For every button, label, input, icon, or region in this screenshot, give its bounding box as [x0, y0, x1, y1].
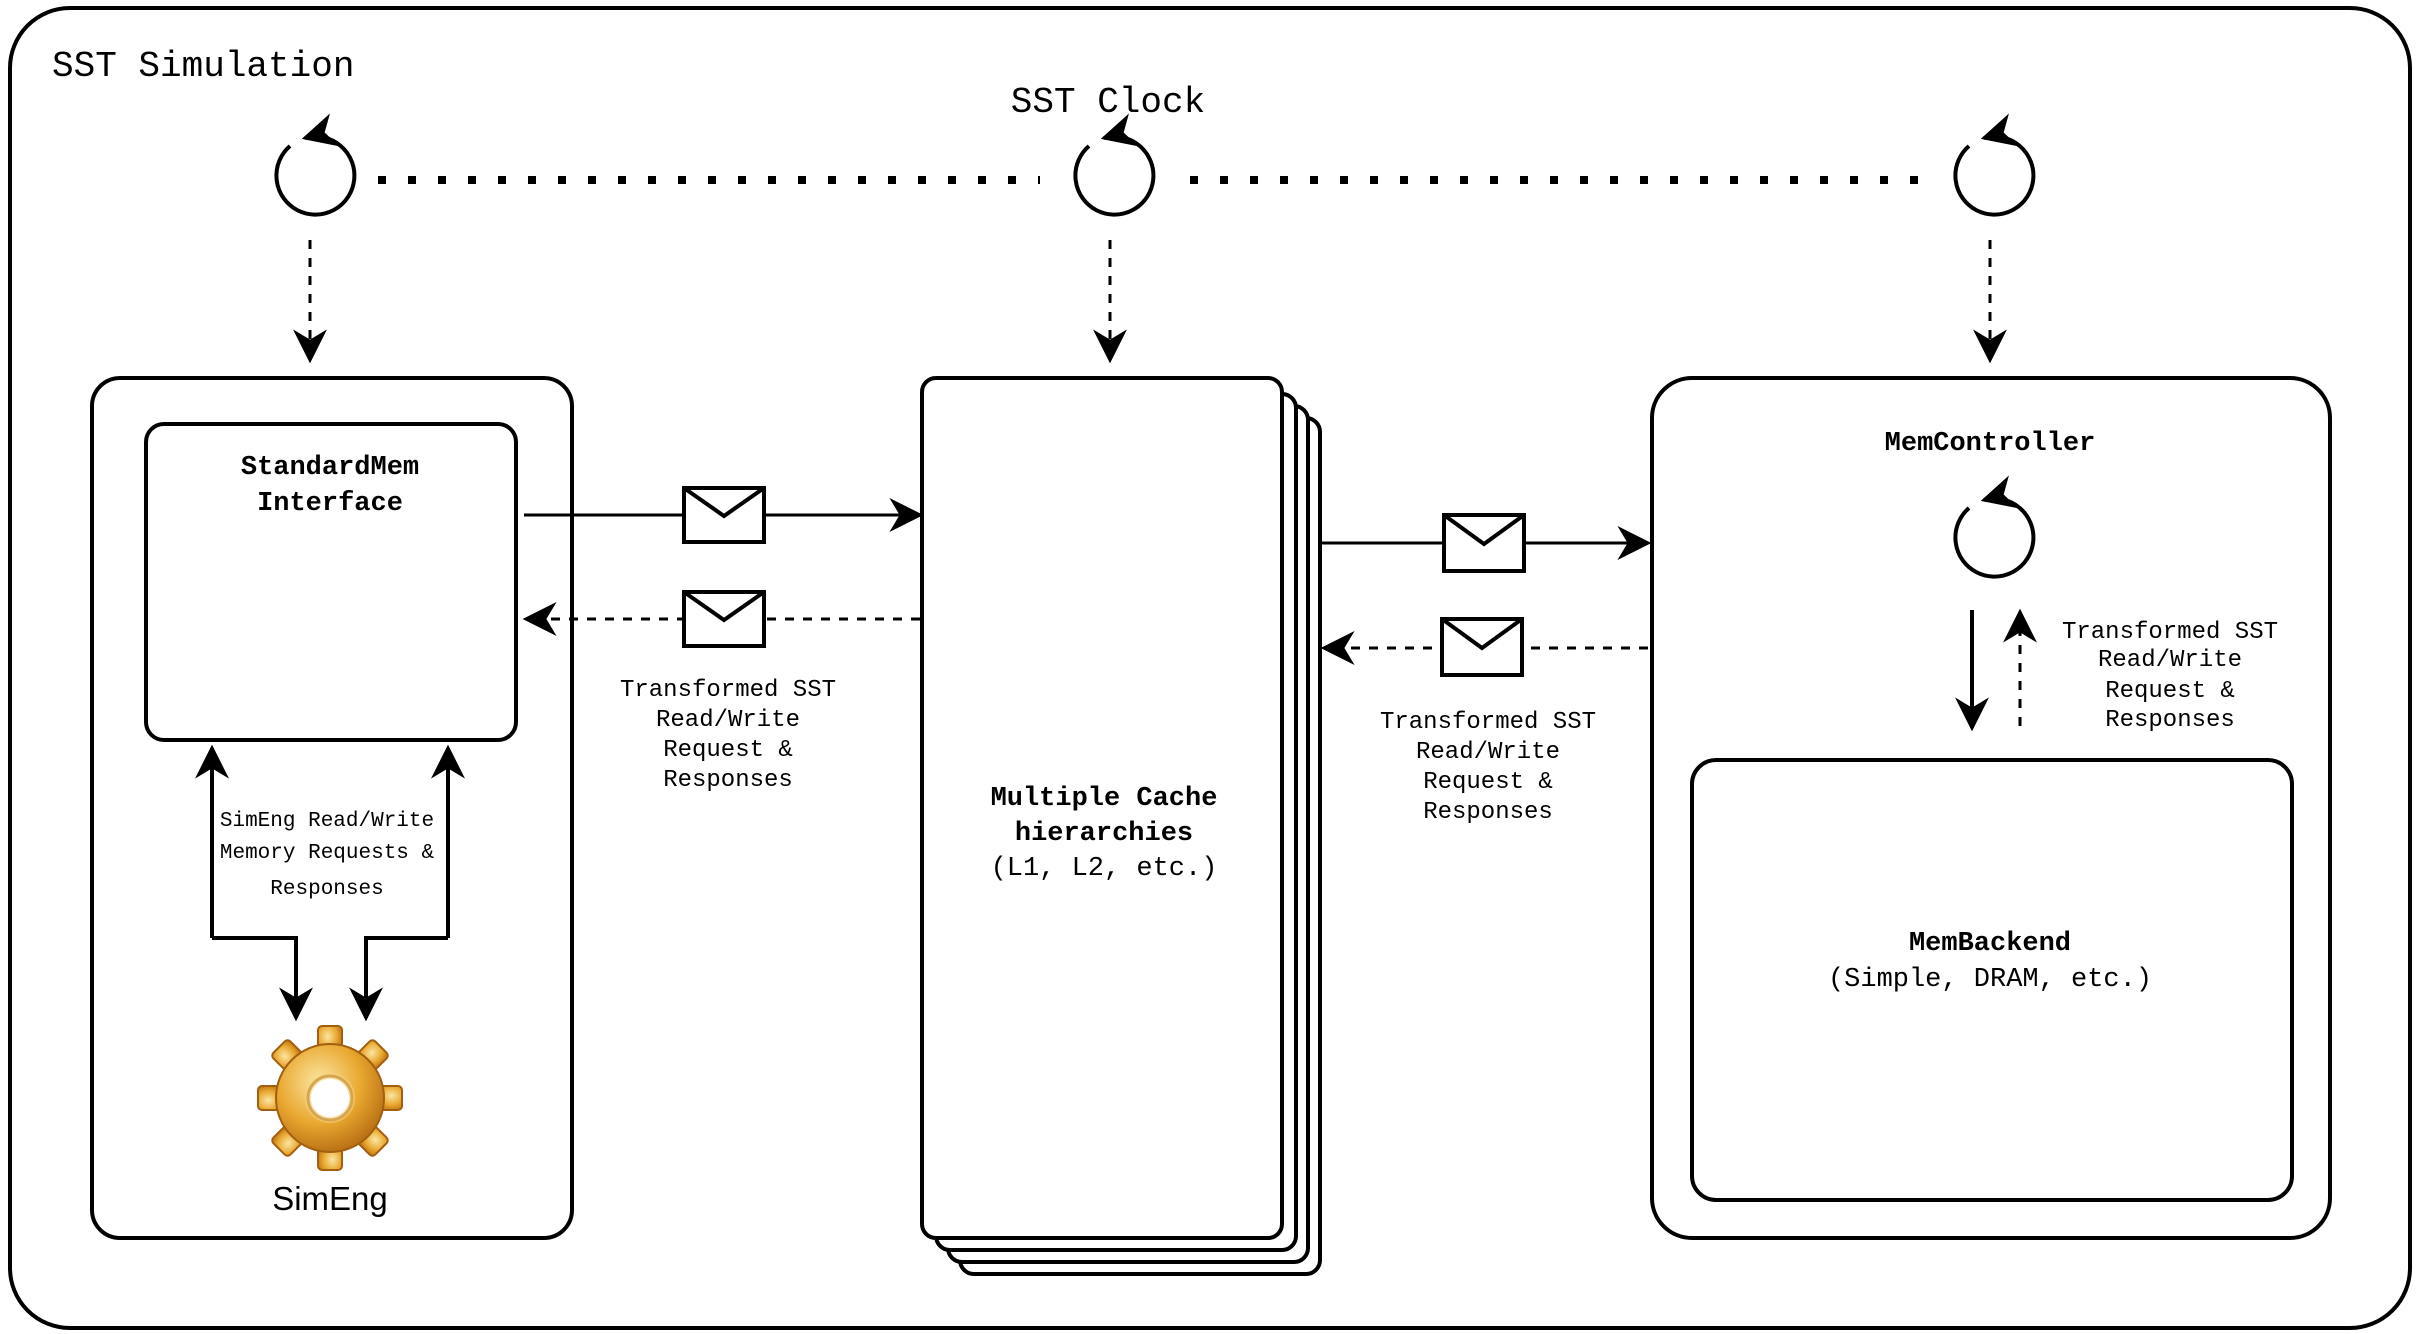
membackend-box	[1690, 758, 2294, 1202]
transformed-right-line2: Read/Write	[2098, 647, 2242, 674]
transformed-right-line3: Request &	[2105, 678, 2235, 705]
simeng-label: SimEng	[272, 1180, 388, 1217]
envelope-icon	[682, 590, 766, 648]
sst-simulation-title: SST Simulation	[52, 46, 354, 87]
cache-label-line1: Multiple Cache	[991, 784, 1218, 814]
transformed-left-line3: Request &	[663, 737, 793, 764]
transformed-left-line1: Transformed SST	[620, 677, 836, 704]
transformed-mid-line3: Request &	[1423, 769, 1553, 796]
standardmem-label-line2: Interface	[257, 489, 403, 519]
simeng-requests-label-line3: Responses	[270, 878, 383, 901]
clock-cycle-icon	[1953, 113, 2036, 217]
clock-cycle-icon	[1073, 113, 1156, 217]
gear-icon	[257, 1025, 403, 1171]
transformed-right-line1: Transformed SST	[2062, 619, 2278, 646]
membackend-label-line2: (Simple, DRAM, etc.)	[1828, 965, 2152, 995]
transformed-left-line4: Responses	[663, 767, 793, 794]
envelope-icon	[1442, 513, 1526, 573]
standardmem-label-line1: StandardMem	[241, 453, 419, 483]
cache-label-line3: (L1, L2, etc.)	[991, 854, 1218, 884]
clock-cycle-icon	[1953, 475, 2036, 579]
transformed-mid-line4: Responses	[1423, 799, 1553, 826]
standardmem-interface-box	[144, 422, 518, 742]
transformed-mid-line1: Transformed SST	[1380, 709, 1596, 736]
envelope-icon	[682, 486, 766, 544]
memcontroller-label: MemController	[1885, 429, 2096, 459]
simeng-request-arrow-left-down	[212, 936, 313, 1022]
simeng-requests-label-line1: SimEng Read/Write	[220, 810, 434, 833]
envelope-icon	[1440, 617, 1524, 677]
clock-cycle-icon	[274, 113, 357, 217]
transformed-left-line2: Read/Write	[656, 707, 800, 734]
transformed-right-line4: Responses	[2105, 707, 2235, 734]
cache-label-line2: hierarchies	[1015, 819, 1193, 849]
membackend-label-line1: MemBackend	[1909, 929, 2071, 959]
cache-hierarchy-box	[920, 376, 1284, 1240]
simeng-requests-label-line2: Memory Requests &	[220, 842, 435, 865]
sst-clock-label: SST Clock	[1011, 82, 1205, 123]
simeng-request-arrow-right-down	[349, 936, 448, 1022]
transformed-mid-line2: Read/Write	[1416, 739, 1560, 766]
